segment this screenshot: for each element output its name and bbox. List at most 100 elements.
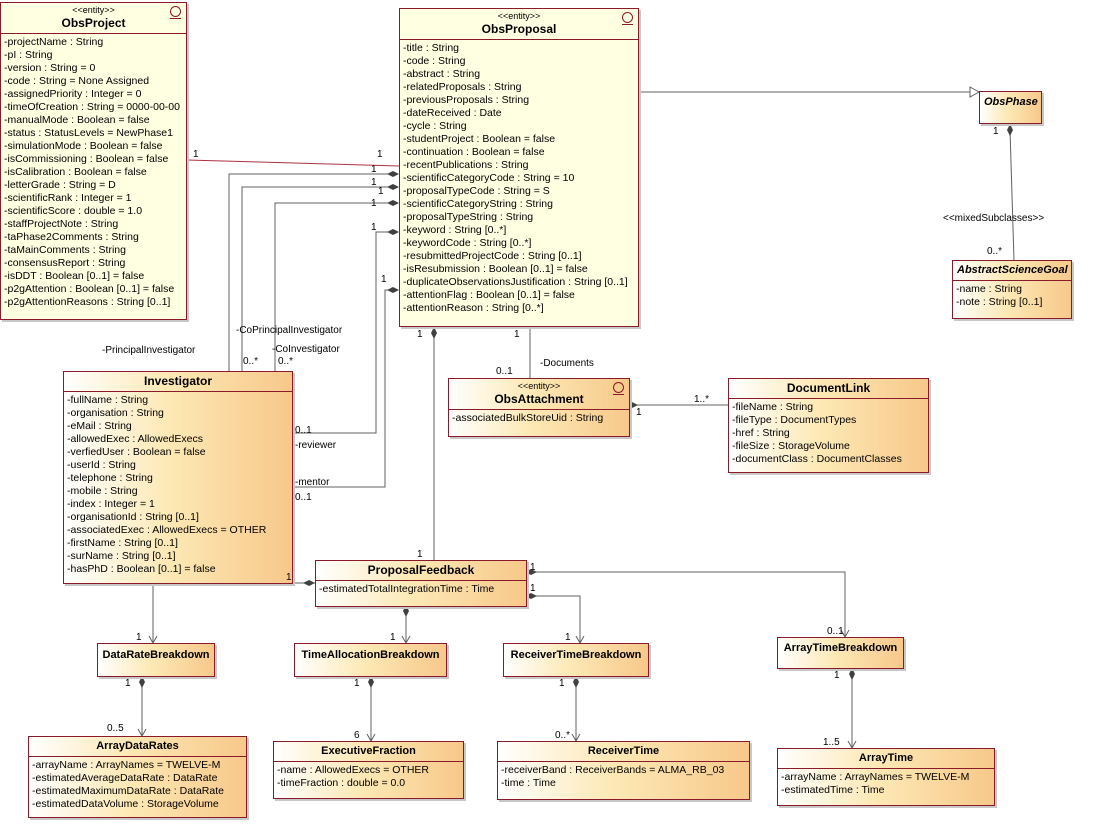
attribute-list: -receiverBand : ReceiverBands = ALMA_RB_… bbox=[498, 762, 749, 792]
attribute-row: -staffProjectNote : String bbox=[4, 218, 119, 230]
attribute-row: -isDDT : Boolean [0..1] = false bbox=[4, 270, 145, 282]
aggregation-diamond bbox=[387, 184, 399, 190]
attribute-row: -estimatedTotalIntegrationTime : Time bbox=[319, 583, 495, 595]
attribute-row: -taPhase2Comments : String bbox=[4, 231, 139, 243]
class-header: ArrayDataRates bbox=[29, 737, 246, 757]
multiplicity-label: 1 bbox=[371, 222, 377, 233]
aggregation-diamond bbox=[403, 605, 409, 617]
class-arraydatarates[interactable]: ArrayDataRates -arrayName : ArrayNames =… bbox=[28, 736, 247, 818]
multiplicity-label: 1 bbox=[371, 164, 377, 175]
class-header: ProposalFeedback bbox=[316, 561, 526, 581]
class-name: Investigator bbox=[143, 374, 212, 388]
entity-icon bbox=[622, 12, 633, 25]
attribute-row: -estimatedTime : Time bbox=[781, 784, 885, 796]
class-header: ExecutiveFraction bbox=[274, 742, 463, 762]
attribute-row: -fileType : DocumentTypes bbox=[732, 414, 857, 426]
attribute-row: -organisationId : String [0..1] bbox=[67, 511, 199, 523]
attribute-row: -simulationMode : Boolean = false bbox=[4, 140, 163, 152]
role-label: -CoInvestigator bbox=[272, 344, 340, 355]
class-executivefraction[interactable]: ExecutiveFraction -name : AllowedExecs =… bbox=[273, 741, 464, 799]
class-receivertimebreakdown[interactable]: ReceiverTimeBreakdown bbox=[503, 643, 649, 677]
attribute-row: -firstName : String [0..1] bbox=[67, 537, 178, 549]
aggregation-diamond bbox=[387, 200, 399, 206]
attribute-row: -userId : String bbox=[67, 459, 136, 471]
attribute-row: -eMail : String bbox=[67, 420, 132, 432]
attribute-row: -isResubmission : Boolean [0..1] = false bbox=[403, 263, 588, 275]
attribute-row: -surName : String [0..1] bbox=[67, 550, 176, 562]
multiplicity-label: 1 bbox=[193, 149, 199, 160]
multiplicity-label: 0..* bbox=[555, 730, 571, 741]
attribute-row: -status : StatusLevels = NewPhase1 bbox=[4, 127, 173, 139]
attribute-row: -manualMode : Boolean = false bbox=[4, 114, 150, 126]
attribute-row: -code : String bbox=[403, 55, 466, 67]
association-line bbox=[186, 159, 400, 167]
multiplicity-label: 1 bbox=[834, 670, 840, 681]
attribute-row: -arrayName : ArrayNames = TWELVE-M bbox=[32, 759, 221, 771]
role-label: -reviewer bbox=[295, 440, 337, 451]
attribute-row: -title : String bbox=[403, 42, 460, 54]
role-label: -Documents bbox=[540, 358, 594, 369]
multiplicity-label: 0..* bbox=[278, 356, 294, 367]
class-name: AbstractScienceGoal bbox=[957, 264, 1068, 276]
class-header: TimeAllocationBreakdown bbox=[295, 644, 446, 665]
class-obsattachment[interactable]: <<entity>> ObsAttachment -associatedBulk… bbox=[448, 378, 630, 437]
class-name: ReceiverTime bbox=[587, 745, 660, 757]
class-abstractsciencegoal[interactable]: AbstractScienceGoal -name : String-note … bbox=[952, 260, 1072, 319]
class-investigator[interactable]: Investigator -fullName : String-organisa… bbox=[63, 371, 293, 584]
aggregation-diamond bbox=[525, 593, 537, 599]
multiplicity-label: 0..1 bbox=[295, 492, 312, 503]
class-name: ObsProposal bbox=[481, 22, 557, 36]
stereotype-label: <<mixedSubclasses>> bbox=[943, 213, 1045, 224]
multiplicity-label: 0..5 bbox=[107, 723, 124, 734]
entity-icon bbox=[170, 6, 181, 19]
multiplicity-label: 1 bbox=[530, 583, 536, 594]
class-receivertime[interactable]: ReceiverTime -receiverBand : ReceiverBan… bbox=[497, 741, 750, 800]
multiplicity-label: 1 bbox=[390, 632, 396, 643]
attribute-list: -fileName : String-fileType : DocumentTy… bbox=[729, 399, 928, 468]
attribute-row: -previousProposals : String bbox=[403, 94, 530, 106]
attribute-row: -taMainComments : String bbox=[4, 244, 126, 256]
aggregation-diamond bbox=[303, 580, 315, 586]
class-header: <<entity>> ObsProject bbox=[1, 3, 186, 34]
aggregation-diamond bbox=[849, 668, 855, 680]
class-documentlink[interactable]: DocumentLink -fileName : String-fileType… bbox=[728, 378, 929, 473]
attribute-row: -organisation : String bbox=[67, 407, 164, 419]
attribute-row: -cycle : String bbox=[403, 120, 467, 132]
class-timeallocationbreakdown[interactable]: TimeAllocationBreakdown bbox=[294, 643, 447, 677]
class-obsphase[interactable]: ObsPhase bbox=[979, 91, 1042, 124]
class-arraytime[interactable]: ArrayTime -arrayName : ArrayNames = TWEL… bbox=[777, 748, 995, 806]
class-dataratebreakdown[interactable]: DataRateBreakdown bbox=[97, 643, 215, 677]
aggregation-diamond bbox=[431, 327, 437, 339]
attribute-list: -name : String-note : String [0..1] bbox=[953, 281, 1071, 311]
class-header: AbstractScienceGoal bbox=[953, 261, 1071, 281]
class-header: DataRateBreakdown bbox=[98, 644, 214, 665]
attribute-row: -code : String = None Assigned bbox=[4, 75, 150, 87]
attribute-row: -relatedProposals : String bbox=[403, 81, 522, 93]
attribute-list: -arrayName : ArrayNames = TWELVE-M-estim… bbox=[29, 757, 246, 813]
class-header: ArrayTimeBreakdown bbox=[778, 638, 903, 658]
class-obsproposal[interactable]: <<entity>> ObsProposal -title : String-c… bbox=[399, 8, 639, 327]
class-name: ReceiverTimeBreakdown bbox=[510, 649, 642, 661]
class-arraytimebreakdown[interactable]: ArrayTimeBreakdown bbox=[777, 637, 904, 669]
attribute-row: -isCalibration : Boolean = false bbox=[4, 166, 147, 178]
class-proposalfeedback[interactable]: ProposalFeedback -estimatedTotalIntegrat… bbox=[315, 560, 527, 607]
association-line bbox=[228, 173, 391, 371]
multiplicity-label: 1..* bbox=[694, 394, 710, 405]
attribute-row: -projectName : String bbox=[4, 36, 104, 48]
multiplicity-label: 1 bbox=[377, 149, 383, 160]
aggregation-diamond bbox=[1007, 124, 1013, 136]
attribute-row: -letterGrade : String = D bbox=[4, 179, 116, 191]
class-header: ReceiverTime bbox=[498, 742, 749, 762]
generalization-arrow bbox=[969, 86, 981, 98]
class-obsproject[interactable]: <<entity>> ObsProject -projectName : Str… bbox=[0, 2, 187, 320]
attribute-row: -index : Integer = 1 bbox=[67, 498, 155, 510]
multiplicity-label: 6 bbox=[354, 730, 360, 741]
attribute-row: -href : String bbox=[732, 427, 790, 439]
class-name: ExecutiveFraction bbox=[321, 745, 416, 757]
multiplicity-label: 1 bbox=[514, 329, 520, 340]
class-header: DocumentLink bbox=[729, 379, 928, 399]
attribute-row: -name : String bbox=[956, 283, 1022, 295]
attribute-list: -projectName : String-pI : String-versio… bbox=[1, 34, 186, 311]
stereotype-label: <<entity>> bbox=[517, 381, 561, 391]
